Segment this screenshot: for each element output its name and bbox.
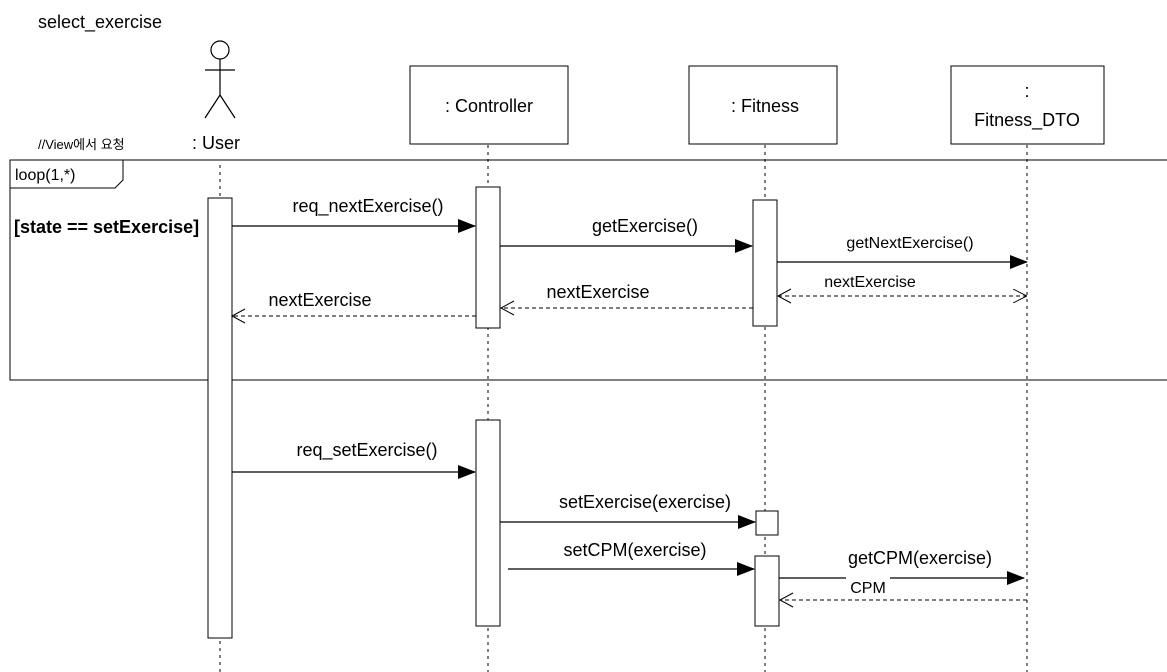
dto-box [950,65,1105,145]
open-arrowhead-icon [776,288,792,304]
fitness-label: : Fitness [731,96,799,116]
message-label: getCPM(exercise) [848,548,992,568]
message-label: req_setExercise() [296,440,437,461]
message-label: nextExercise [546,282,649,302]
message-label: setCPM(exercise) [563,540,706,560]
controller-activation-2 [475,419,501,627]
user-activation [207,197,233,639]
message-label: getNextExercise() [846,235,973,252]
dto-label: Fitness_DTO [974,110,1080,131]
open-arrowhead-icon [499,300,515,316]
loop-guard: [state == setExercise] [14,217,199,237]
user-note: //View에서 요청 [38,137,125,152]
fitness-activation-2 [755,510,779,536]
message-label: req_nextExercise() [292,196,443,217]
fitness-activation-1 [752,199,778,327]
message-label: CPM [850,580,886,597]
diagram-title: select_exercise [38,12,162,33]
message-label: setExercise(exercise) [559,492,731,512]
fitness-box [688,65,838,145]
user-actor-icon [204,40,236,119]
controller-label: : Controller [445,96,533,116]
message-label: nextExercise [824,274,916,291]
loop-label: loop(1,*) [15,167,75,184]
controller-activation-1 [475,186,501,329]
fitness-activation-3 [754,555,780,627]
open-arrowhead-icon [778,592,794,608]
message-label: nextExercise [268,290,371,310]
user-label: : User [192,133,240,153]
loop-fragment [9,159,1167,381]
open-arrowhead-icon [230,308,246,324]
message-label: getExercise() [592,216,698,236]
controller-box [409,65,569,145]
dto-colon: : [1024,81,1029,101]
